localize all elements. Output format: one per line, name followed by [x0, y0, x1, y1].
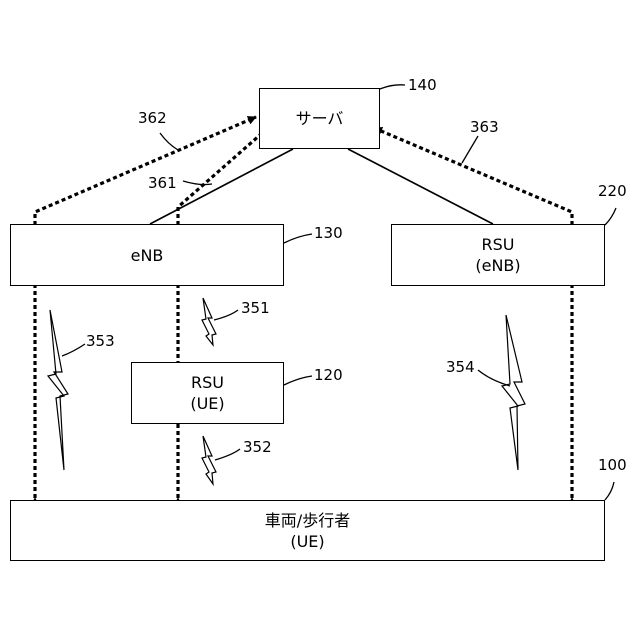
lightning-353-icon [48, 310, 68, 470]
leader-130 [284, 234, 312, 243]
ref-130: 130 [314, 224, 343, 242]
vehicle-sublabel: (UE) [290, 531, 324, 552]
vehicle-box[interactable]: 車両/歩行者 (UE) [10, 500, 605, 561]
leader-363 [462, 136, 478, 163]
server-box[interactable]: サーバ [259, 88, 380, 149]
ref-220: 220 [598, 182, 627, 200]
leader-140 [380, 85, 405, 89]
lightning-351-icon [202, 298, 216, 345]
server-label: サーバ [296, 108, 344, 129]
rsu-ue-box[interactable]: RSU (UE) [131, 362, 284, 424]
ref-140: 140 [408, 76, 437, 94]
ref-353: 353 [86, 332, 115, 350]
leader-351 [214, 310, 238, 320]
leader-362 [160, 133, 178, 150]
rsu-ue-label: RSU [191, 372, 224, 393]
ref-354: 354 [446, 358, 475, 376]
ref-362: 362 [138, 109, 167, 127]
leader-100 [605, 482, 614, 500]
server-rsu-enb-line [348, 149, 493, 224]
enb-label: eNB [131, 245, 164, 266]
vehicle-label: 車両/歩行者 [265, 510, 350, 531]
rsu-enb-label: RSU [482, 234, 515, 255]
ref-351: 351 [241, 299, 270, 317]
ref-352: 352 [243, 438, 272, 456]
ref-361: 361 [148, 174, 177, 192]
arrow-362 [35, 117, 256, 498]
ref-363: 363 [470, 118, 499, 136]
rsu-enb-sublabel: (eNB) [475, 255, 520, 276]
ref-120: 120 [314, 366, 343, 384]
lightning-354-icon [502, 315, 525, 470]
ref-100: 100 [598, 456, 627, 474]
leader-354 [478, 370, 510, 386]
leader-352 [215, 449, 240, 460]
enb-box[interactable]: eNB [10, 224, 284, 286]
leader-120 [284, 376, 312, 385]
rsu-enb-box[interactable]: RSU (eNB) [391, 224, 605, 286]
lightning-352-icon [202, 436, 216, 484]
rsu-ue-sublabel: (UE) [190, 393, 224, 414]
leader-353 [62, 344, 85, 356]
leader-220 [605, 208, 616, 225]
arrow-363 [374, 128, 572, 498]
